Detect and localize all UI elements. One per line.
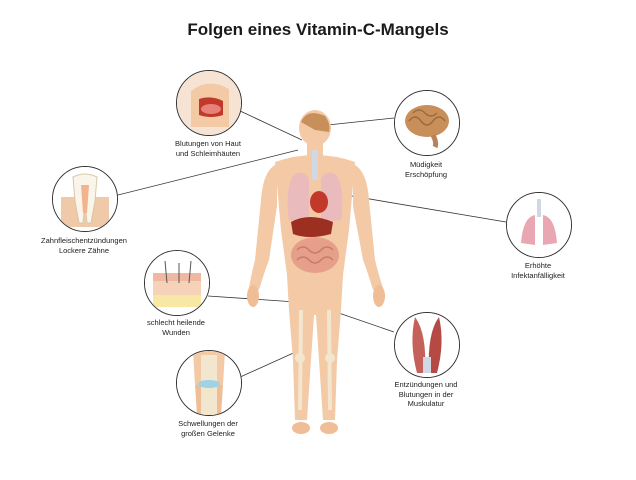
mouth-cross-section-icon bbox=[176, 70, 242, 136]
connector-tooth bbox=[113, 149, 299, 197]
connector-mouth bbox=[237, 109, 303, 141]
skin-layers-icon bbox=[144, 250, 210, 316]
lungs-icon bbox=[506, 192, 572, 258]
page-title: Folgen eines Vitamin-C-Mangels bbox=[187, 20, 449, 39]
brain-icon bbox=[394, 90, 460, 156]
tooth-icon bbox=[52, 166, 118, 232]
knee-joint-icon bbox=[176, 350, 242, 416]
connector-knee bbox=[237, 349, 301, 379]
muscle-icon bbox=[394, 312, 460, 378]
human-body-illustration bbox=[247, 110, 385, 434]
